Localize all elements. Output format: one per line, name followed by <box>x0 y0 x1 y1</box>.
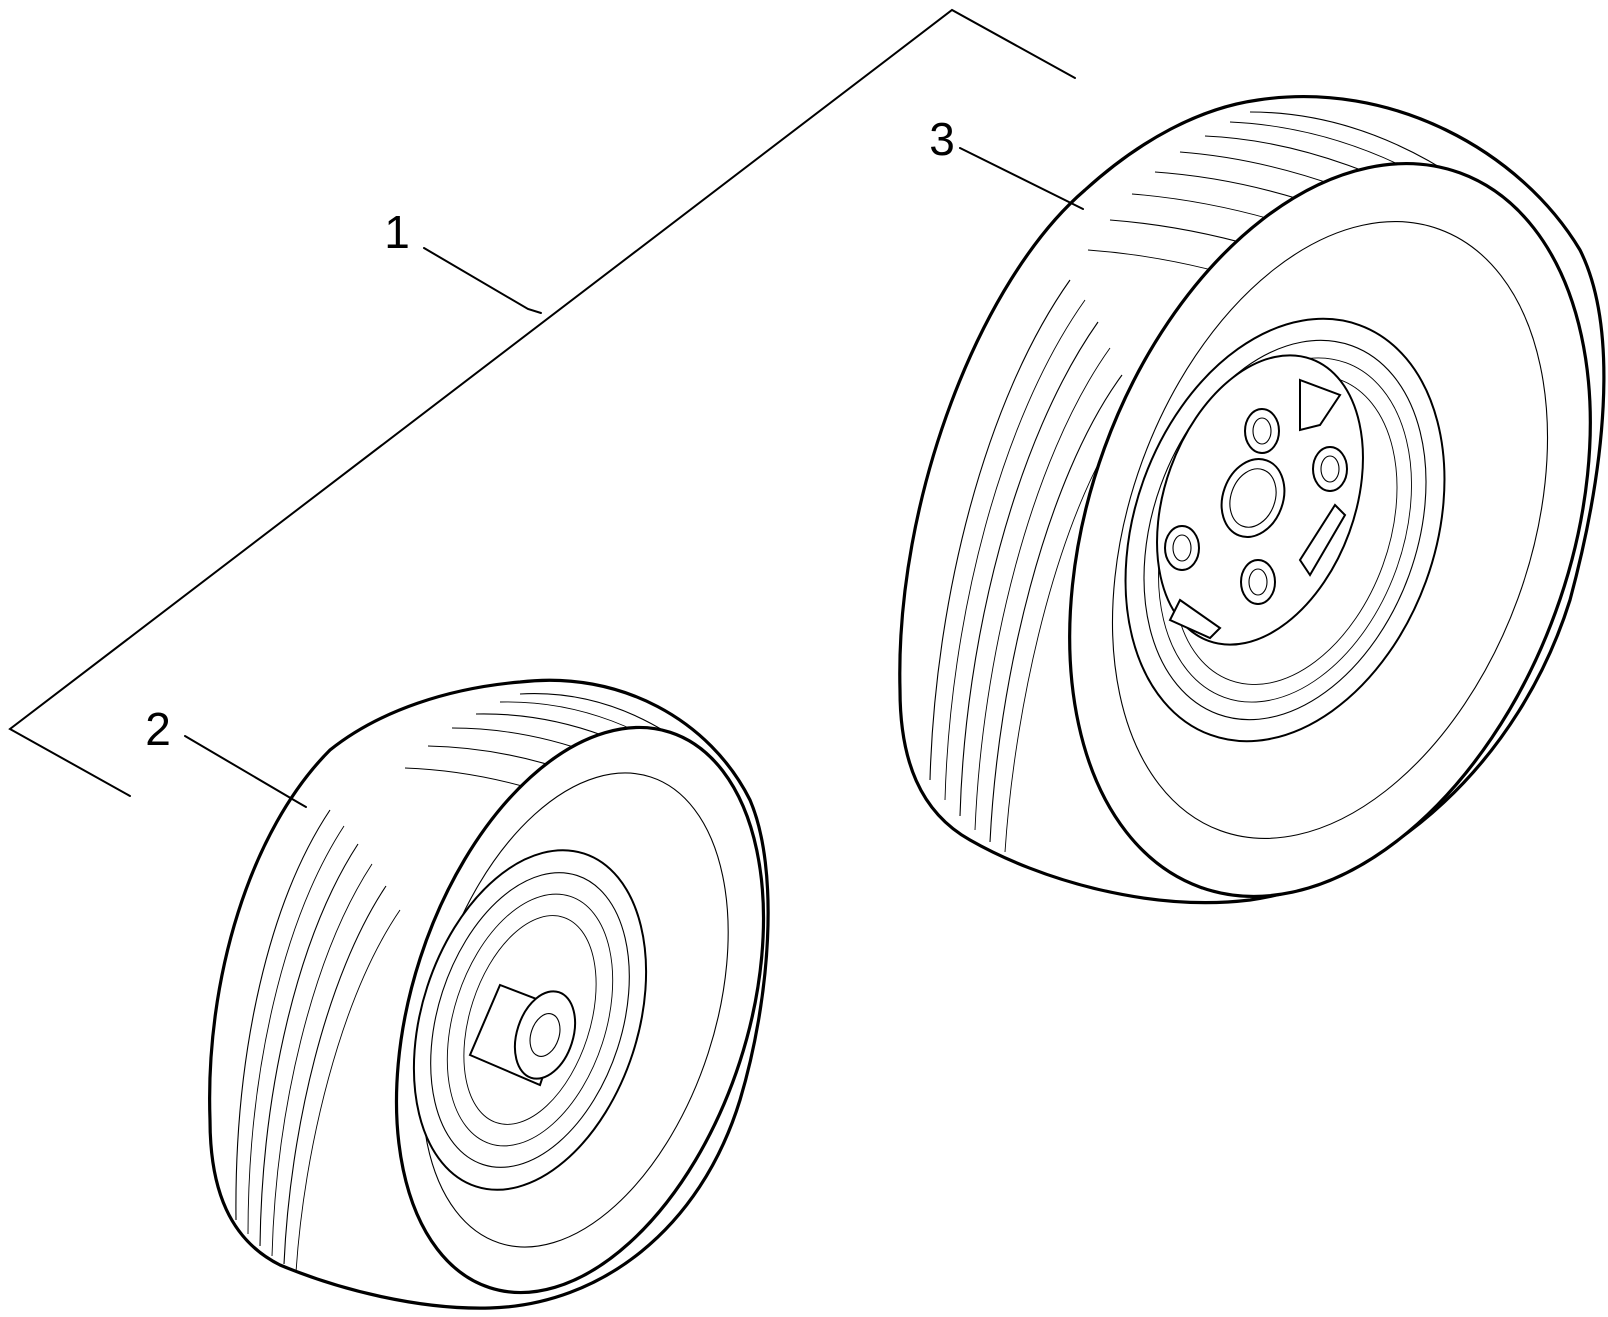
leader-line-1 <box>423 247 542 314</box>
leader-line-2 <box>184 735 307 808</box>
assembly-bracket <box>8 8 1076 797</box>
rear-lug-nuts <box>1164 408 1348 605</box>
front-wheel <box>208 678 770 1310</box>
callout-number-3: 3 <box>929 113 955 165</box>
rear-wheel <box>898 95 1606 905</box>
leader-lines <box>184 147 1084 808</box>
rear-rim-cutouts <box>1168 378 1347 640</box>
callout-number-2: 2 <box>145 703 171 755</box>
front-axle <box>468 983 577 1087</box>
leader-line-3 <box>959 147 1084 210</box>
callout-number-1: 1 <box>384 206 410 258</box>
